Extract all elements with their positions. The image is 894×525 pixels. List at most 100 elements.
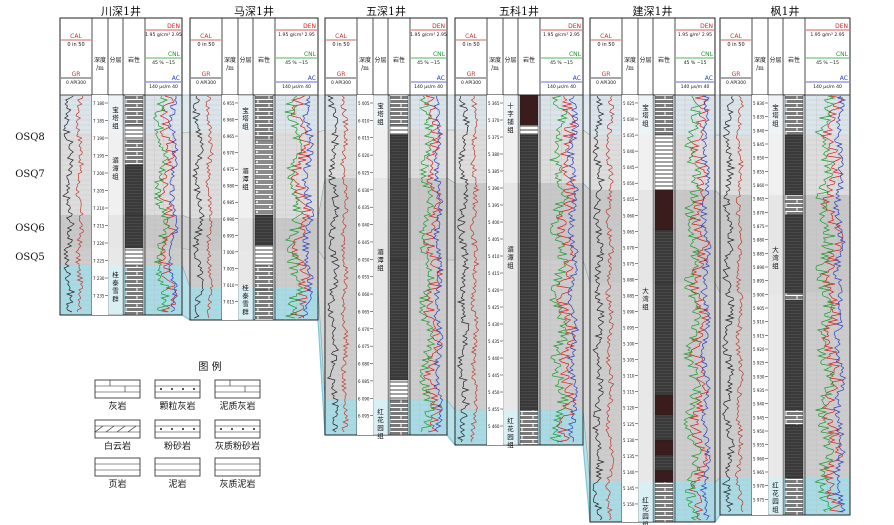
den-label: DEN <box>700 23 713 30</box>
depth-tick-label: 5 895 <box>753 279 765 284</box>
lith-lime <box>654 481 674 523</box>
lith-mud <box>124 164 144 216</box>
depth-unit: /m <box>491 65 499 72</box>
unit-char: 塔 <box>772 110 779 119</box>
correlation-band-osq7 <box>182 132 190 218</box>
lith-grain <box>254 139 274 216</box>
depth-tick-label: 5 960 <box>753 456 765 461</box>
cal-curve <box>339 95 350 433</box>
depth-tick-label: 5 410 <box>488 254 500 259</box>
layer-label: 分层 <box>374 56 386 64</box>
den-label: DEN <box>432 23 445 30</box>
well-5: 建深1井CAL0 in 50GR0 API300深度/m分层岩性DEN1.95 … <box>589 4 716 525</box>
depth-tick-label: 5 840 <box>753 128 765 133</box>
lith-dark <box>654 394 674 416</box>
cnl-scale: 45 % −15 <box>816 60 839 66</box>
lith-label: 岩性 <box>393 56 405 64</box>
unit-char: 花 <box>377 415 384 424</box>
correlation-line <box>582 129 591 136</box>
cnl-label: CNL <box>836 51 849 58</box>
gr-curve <box>62 95 76 313</box>
depth-tick-label: 7 205 <box>93 189 105 194</box>
depth-tick-label: 5 975 <box>753 497 765 502</box>
legend-swatch-dot <box>193 428 195 430</box>
depth-tick-label: 5 405 <box>488 237 500 242</box>
depth-tick-label: 6 050 <box>358 257 370 262</box>
correlation-line <box>582 182 591 191</box>
cnl-label: CNL <box>304 51 317 58</box>
depth-tick-label: 5 365 <box>488 101 500 106</box>
unit-char: 塔 <box>112 113 119 122</box>
den-label: DEN <box>835 23 848 30</box>
gr-scale: 0 API300 <box>66 80 86 86</box>
cal-curve <box>75 96 85 313</box>
depth-tick-label: 7 220 <box>93 241 105 246</box>
base-line <box>582 444 591 523</box>
den-scale: 1.95 g/cm³ 2.95 <box>145 32 182 38</box>
depth-tick-label: 5 045 <box>623 165 635 170</box>
lith-mud <box>784 134 804 196</box>
correlation-band-osq5 <box>447 260 455 410</box>
lith-mud <box>654 229 674 284</box>
cal-label: CAL <box>730 33 742 40</box>
depth-tick-label: 5 890 <box>753 265 765 270</box>
depth-tick-label: 5 400 <box>488 220 500 225</box>
correlation-band-osq7 <box>318 130 325 218</box>
depth-tick-label: 6 985 <box>223 200 235 205</box>
cnl-scale: 45 % −15 <box>417 60 440 66</box>
depth-tick-label: 6 040 <box>358 223 370 228</box>
lith-mud <box>519 134 539 411</box>
lith-lime <box>784 409 804 426</box>
den-scale: 1.95 g/cm³ 2.95 <box>278 32 315 38</box>
depth-tick-label: 5 925 <box>753 361 765 366</box>
correlation-band-osq8 <box>715 95 720 135</box>
depth-label: 深度 <box>224 56 236 64</box>
ac-curve <box>168 95 179 313</box>
depth-tick-label: 5 455 <box>488 407 500 412</box>
unit-char: 字 <box>507 109 514 118</box>
depth-tick-label: 7 200 <box>93 171 105 176</box>
den-curve <box>555 95 578 443</box>
cal-curve <box>470 95 480 443</box>
depth-tick-label: 5 035 <box>623 133 635 138</box>
unit-char: 组 <box>507 125 514 134</box>
well-title: 建深1井 <box>633 4 673 18</box>
lith-lime <box>784 292 804 301</box>
lith-lime <box>784 477 804 516</box>
depth-tick-label: 5 430 <box>488 322 500 327</box>
lith-shale <box>389 124 409 136</box>
depth-tick-label: 5 380 <box>488 152 500 157</box>
depth-unit: /m <box>96 65 104 72</box>
unit-char: 大 <box>772 245 779 254</box>
depth-tick-label: 6 070 <box>358 327 370 332</box>
depth-tick-label: 5 835 <box>753 115 765 120</box>
legend-item-label: 灰质泥岩 <box>219 478 255 490</box>
cnl-label: CNL <box>701 51 714 58</box>
correlation-line <box>714 477 721 483</box>
depth-tick-label: 5 875 <box>753 224 765 229</box>
correlation-band-osq8 <box>182 95 190 133</box>
lith-lime <box>254 289 274 321</box>
depth-tick-label: 5 425 <box>488 305 500 310</box>
cnl-label: CNL <box>168 51 181 58</box>
depth-tick-label: 5 935 <box>753 388 765 393</box>
depth-unit: /m <box>226 65 234 72</box>
depth-tick-label: 5 915 <box>753 333 765 338</box>
depth-tick-label: 5 005 <box>358 101 370 106</box>
correlation-band-base <box>583 410 590 522</box>
depth-tick-label: 7 215 <box>93 224 105 229</box>
depth-tick-label: 6 035 <box>358 205 370 210</box>
den-scale: 1.95 g/cm³ 2.95 <box>543 32 580 38</box>
depth-tick-label: 5 100 <box>623 342 635 347</box>
well-6: 枫1井CAL0 in 50GR0 API300深度/m分层岩性DEN1.95 g… <box>719 4 851 516</box>
unit-char: 桂 <box>112 270 119 279</box>
unit-char: 宝 <box>112 105 119 114</box>
depth-tick-label: 5 140 <box>623 470 635 475</box>
legend-swatch <box>214 419 261 439</box>
unit-char: 组 <box>112 172 119 181</box>
depth-tick-label: 5 420 <box>488 288 500 293</box>
cal-label: CAL <box>200 33 212 40</box>
legend-swatch-dot <box>193 388 195 390</box>
gr-curve <box>326 95 340 433</box>
